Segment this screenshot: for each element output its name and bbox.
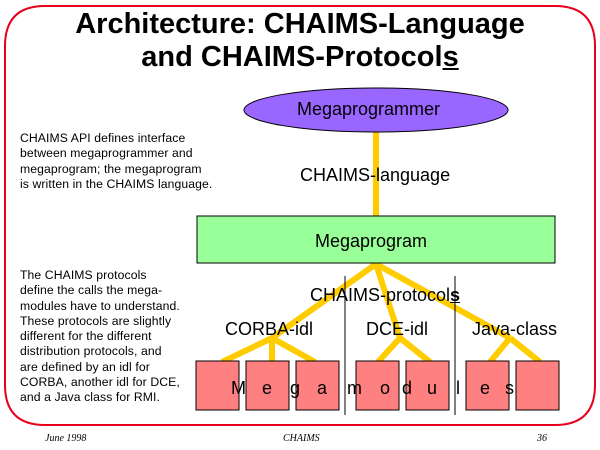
slide-frame: [4, 5, 596, 426]
chaims-protocols-label: CHAIMS-protocols: [310, 285, 460, 306]
megaprogrammer-label: Megaprogrammer: [297, 99, 441, 119]
chaims-protocols-underlined-s: s: [450, 285, 461, 305]
megamodule-box: [405, 360, 450, 411]
megamodules-letter: g: [290, 378, 301, 398]
footer-center: CHAIMS: [283, 433, 320, 444]
megaprogrammer-ellipse: [243, 87, 509, 133]
group-label-dce: DCE-idl: [366, 319, 429, 339]
megamodules-letter: u: [427, 378, 438, 398]
note-protocols-line: The CHAIMS protocols: [20, 268, 147, 282]
footer-date: June 1998: [45, 433, 87, 444]
megamodules-letter: e: [262, 378, 273, 398]
megamodules-letter: o: [380, 378, 391, 398]
megamodules-letter: M: [231, 378, 246, 398]
connectors: [220, 132, 542, 365]
megamodules-letter: a: [317, 378, 328, 398]
note-protocols-line: CORBA, another idl for DCE,: [20, 375, 180, 390]
connector-corba-1: [220, 335, 274, 365]
note-api-line: is written in the CHAIMS language.: [20, 176, 213, 191]
footer-page-number: 36: [537, 433, 547, 444]
connector-java-1: [487, 336, 513, 364]
megamodule-box: [295, 360, 340, 411]
note-api-line: between megaprogrammer and: [20, 146, 193, 161]
connector-program-to-java: [374, 261, 512, 341]
megamodule-box: [195, 360, 240, 411]
note-protocols-line: and a Java class for RMI.: [20, 390, 161, 405]
note-protocols-line: These protocols are slightly: [20, 313, 172, 328]
connector-java-2: [508, 335, 542, 365]
group-label-java: Java-class: [472, 319, 558, 339]
megamodule-box: [515, 360, 560, 411]
megamodules-letter: d: [402, 378, 413, 398]
title-line-2-text: and CHAIMS-Protocol: [141, 41, 443, 73]
note-protocols-line: modules have to understand.: [20, 298, 180, 313]
note-protocols-line: are defined by an idl for: [20, 359, 150, 374]
note-api-line: CHAIMS API defines interface: [20, 131, 186, 145]
chaims-language-label: CHAIMS-language: [300, 165, 451, 185]
megamodule-boxes: [195, 360, 560, 411]
connector-corba-3: [270, 335, 317, 365]
connector-program-to-dce: [373, 263, 403, 339]
connector-dce-2: [398, 335, 432, 365]
megamodule-box: [465, 360, 510, 411]
megamodules-letter: s: [505, 378, 514, 398]
megaprogram-label: Megaprogram: [315, 231, 428, 251]
note-protocols-line: different for the different: [20, 329, 152, 344]
title-line-1: Architecture: CHAIMS-Language: [75, 8, 525, 40]
megamodule-box: [355, 360, 400, 411]
note-protocols: The CHAIMS protocols define the calls th…: [20, 268, 180, 406]
chaims-protocols-text: CHAIMS-protocol: [310, 285, 451, 305]
megamodules-letter: e: [480, 378, 491, 398]
megaprogram-box: [196, 215, 556, 264]
note-api: CHAIMS API defines interface between meg…: [20, 131, 212, 192]
megamodule-box: [245, 360, 290, 411]
connector-program-to-corba: [270, 261, 378, 341]
note-api-line: megaprogram; the megaprogram: [20, 161, 202, 176]
megamodules-letter: m: [347, 378, 362, 398]
note-protocols-line: define the calls the mega-: [20, 283, 163, 298]
connector-dce-1: [375, 335, 403, 365]
title-line-2: and CHAIMS-Protocols: [0, 41, 600, 74]
title-underlined-s: s: [442, 41, 459, 73]
megamodules-letter: l: [456, 378, 460, 398]
note-protocols-line: distribution protocols, and: [20, 344, 162, 359]
group-label-corba: CORBA-idl: [225, 319, 314, 339]
